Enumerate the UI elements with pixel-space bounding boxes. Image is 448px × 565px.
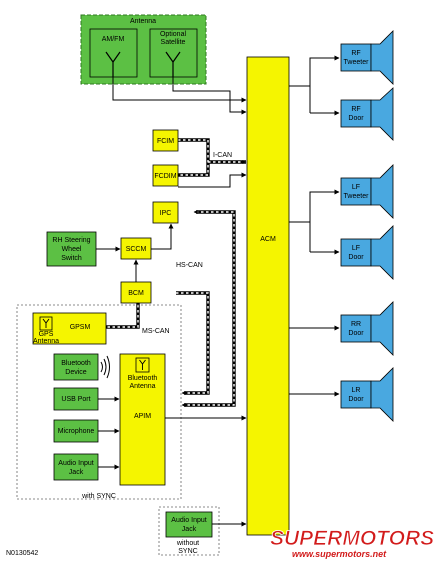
audio-input-jack-label-line2: Jack xyxy=(69,469,84,476)
mscan-label: MS-CAN xyxy=(142,328,170,335)
rf-tweeter-speaker xyxy=(340,30,394,85)
gpsm-label: GPSM xyxy=(70,324,91,331)
without-sync-label-line1: without xyxy=(176,540,199,547)
audio-input-jack-no-sync-label-line2: Jack xyxy=(182,526,197,533)
bluetooth-device-label-line1: Bluetooth xyxy=(61,360,91,367)
antenna-title: Antenna xyxy=(130,18,156,25)
satellite-label-line2: Satellite xyxy=(161,39,186,46)
watermark-brand: SUPERMOTORS xyxy=(270,527,434,550)
module-wires xyxy=(96,172,247,282)
rf-door-label-line2: Door xyxy=(348,115,364,122)
acm-label: ACM xyxy=(260,236,276,243)
amfm-antenna-icon xyxy=(105,51,121,77)
rr-door-label-line1: RR xyxy=(351,321,361,328)
hscan-label: HS-CAN xyxy=(176,262,203,269)
audio-input-jack-no-sync-label-line1: Audio Input xyxy=(171,517,206,524)
lf-door-label-line2: Door xyxy=(348,254,364,261)
bt-antenna-label-line1: Bluetooth xyxy=(128,375,158,382)
gps-antenna-label-line1: GPS xyxy=(39,331,54,338)
lr-door-speaker xyxy=(340,367,394,422)
gps-antenna-label-line2: Antenna xyxy=(33,338,59,345)
sccm-label: SCCM xyxy=(126,246,147,253)
fcdim-module xyxy=(152,164,179,187)
with-sync-group xyxy=(16,304,182,500)
with-sync-label: with SYNC xyxy=(81,493,116,500)
usb-port-label: USB Port xyxy=(61,396,90,403)
microphone-label: Microphone xyxy=(58,428,95,435)
antenna-wires xyxy=(112,77,247,115)
rh-steering-wheel-switch xyxy=(46,231,97,267)
rf-tweeter-label-line2: Tweeter xyxy=(344,59,370,66)
satellite-label-line1: Optional xyxy=(160,31,187,38)
fcdim-label: FCDIM xyxy=(154,173,176,180)
bt-antenna-label-line2: Antenna xyxy=(129,383,155,390)
rf-tweeter-label-line1: RF xyxy=(351,50,360,57)
rf-door-label-line1: RF xyxy=(351,106,360,113)
can-bus-arrows xyxy=(181,160,247,407)
bluetooth-device xyxy=(53,353,99,381)
fcim-label: FCIM xyxy=(157,138,174,145)
bluetooth-device-label-line2: Device xyxy=(65,369,87,376)
lr-door-label-line1: LR xyxy=(352,387,361,394)
fcim-module xyxy=(152,129,179,152)
apim-label: APIM xyxy=(134,413,151,420)
lf-tweeter-speaker xyxy=(340,164,394,219)
acm-module xyxy=(246,56,290,536)
rh-switch-label-line2: Wheel xyxy=(62,246,82,253)
watermark-url: www.supermotors.net xyxy=(292,549,387,559)
lf-tweeter-label-line1: LF xyxy=(352,184,360,191)
without-sync-group xyxy=(158,506,220,556)
lf-door-speaker xyxy=(340,225,394,280)
apim-module xyxy=(119,353,166,486)
without-sync-label-line2: SYNC xyxy=(178,548,197,555)
lr-door-label-line2: Door xyxy=(348,396,364,403)
ican-label: I-CAN xyxy=(213,152,232,159)
ipc-label: IPC xyxy=(160,210,172,217)
lf-door-label-line1: LF xyxy=(352,245,360,252)
ipc-module xyxy=(152,201,179,224)
wireless-signal-icon xyxy=(100,355,110,379)
rh-switch-label-line1: RH Steering xyxy=(52,237,90,244)
apim-input-wires xyxy=(98,396,247,470)
amfm-label: AM/FM xyxy=(102,36,125,43)
rh-switch-label-line3: Switch xyxy=(61,255,82,262)
lf-tweeter-label-line2: Tweeter xyxy=(344,193,370,200)
audio-input-jack-label-line1: Audio Input xyxy=(58,460,93,467)
rr-door-speaker xyxy=(340,301,394,356)
speaker-wires xyxy=(289,55,340,397)
satellite-antenna-icon xyxy=(165,51,181,77)
rr-door-label-line2: Door xyxy=(348,330,364,337)
figure-id: N0130542 xyxy=(6,550,38,557)
audio-input-jack-no-sync xyxy=(165,511,213,538)
bcm-label: BCM xyxy=(128,290,144,297)
rf-door-speaker xyxy=(340,87,394,141)
audio-input-jack xyxy=(53,453,99,481)
